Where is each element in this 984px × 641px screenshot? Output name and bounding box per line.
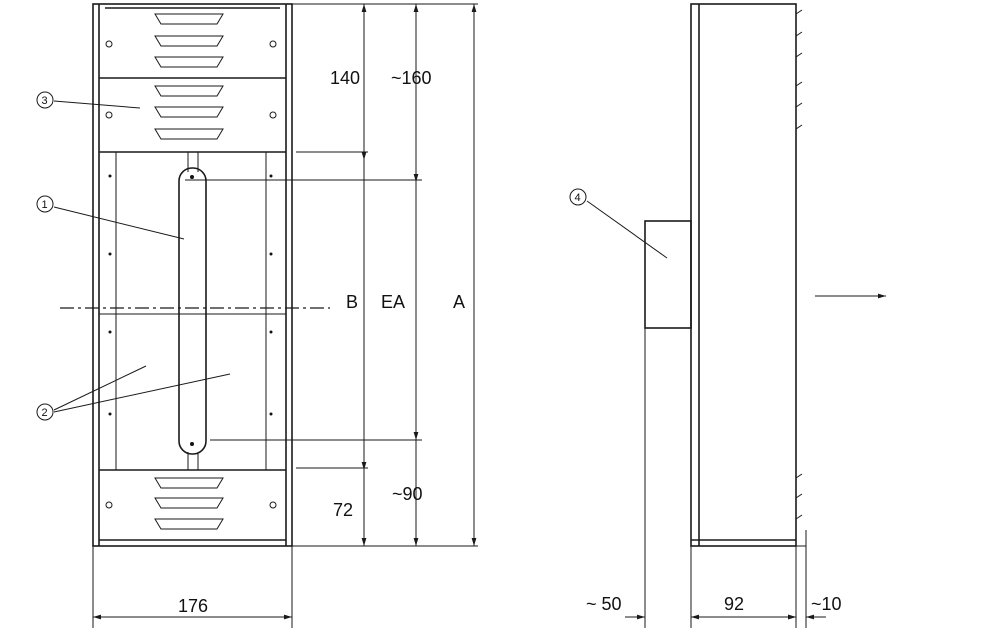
side-view (644, 3, 886, 628)
top-louvers (154, 13, 224, 140)
callout-4: 4 (569, 188, 668, 259)
dim-72: 72 (333, 500, 353, 520)
dim-label-ea: EA (381, 292, 405, 312)
front-view (60, 3, 330, 628)
dim-92: 92 (724, 594, 744, 614)
heating-tube (178, 152, 207, 470)
bottom-louvers (154, 477, 224, 530)
screws (105, 40, 277, 509)
svg-text:4: 4 (575, 192, 581, 204)
svg-text:2: 2 (42, 407, 48, 419)
dim-approx-50: ~ 50 (586, 594, 622, 614)
dim-approx-10: ~10 (811, 594, 842, 614)
dim-approx-90: ~90 (392, 484, 423, 504)
dim-label-a: A (453, 292, 465, 312)
callout-1: 1 (36, 195, 185, 240)
dim-approx-160: ~160 (391, 68, 432, 88)
dim-140: 140 (330, 68, 360, 88)
svg-text:3: 3 (42, 95, 48, 107)
front-dimensions (93, 3, 478, 620)
front-outer-frame (92, 3, 293, 547)
side-wall-box (644, 220, 692, 329)
svg-text:1: 1 (42, 199, 48, 211)
callout-3: 3 (36, 91, 141, 109)
side-louver-tips (795, 9, 803, 520)
side-outer-frame (690, 3, 797, 547)
dim-176: 176 (178, 596, 208, 616)
callout-2: 2 (36, 365, 231, 421)
dim-label-b: B (346, 292, 358, 312)
